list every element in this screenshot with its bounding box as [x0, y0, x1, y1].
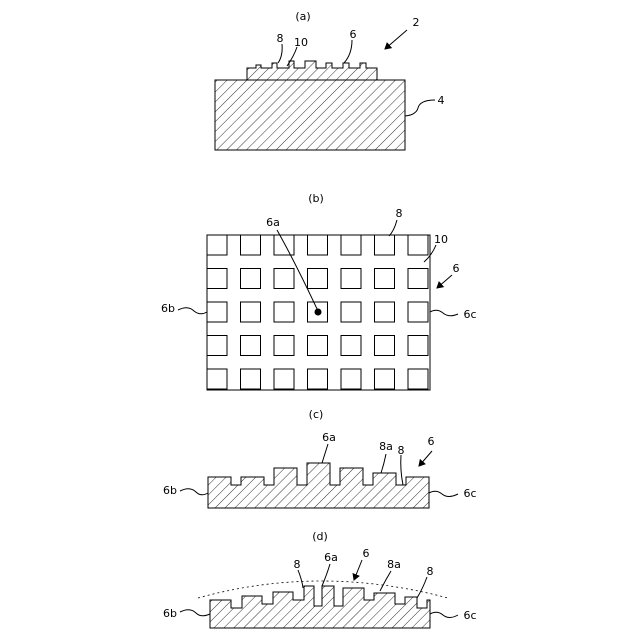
label-6c: 6c	[463, 487, 476, 500]
film-curved-section	[210, 586, 430, 628]
projection-square	[274, 235, 294, 255]
label-6b: 6b	[163, 607, 177, 620]
leader-6b	[180, 489, 208, 495]
projection-square	[408, 336, 428, 356]
arrow-6	[419, 451, 432, 466]
leader-8	[389, 220, 397, 236]
arrow-2	[385, 30, 407, 49]
figure-d: (d) 8 6a 6 8a 8 6b 6c	[163, 530, 477, 628]
projection-square	[207, 336, 227, 356]
label-6c: 6c	[463, 308, 476, 321]
leader-8a	[380, 571, 391, 591]
projection-square	[308, 235, 328, 255]
projection-square	[274, 369, 294, 389]
label-6: 6	[350, 28, 357, 41]
leader-6a	[322, 444, 328, 463]
label-6a: 6a	[266, 216, 280, 229]
label-8: 8	[277, 32, 284, 45]
arrow-6	[354, 560, 362, 580]
projection-square	[308, 336, 328, 356]
projection-square	[375, 336, 395, 356]
label-4: 4	[438, 94, 445, 107]
projection-square	[274, 302, 294, 322]
projection-square	[408, 269, 428, 289]
label-8a: 8a	[387, 558, 401, 571]
label-10: 10	[434, 233, 448, 246]
projection-square	[207, 369, 227, 389]
label-6c: 6c	[463, 609, 476, 622]
leader-6c	[429, 491, 458, 496]
projection-square	[274, 269, 294, 289]
label-8a: 8a	[379, 440, 393, 453]
projection-square	[241, 235, 261, 255]
projection-square	[341, 269, 361, 289]
leader-6a	[322, 564, 330, 586]
projection-square	[308, 269, 328, 289]
leader-6	[344, 40, 352, 63]
figure-b: (b) 6a 8 10 6 6b 6c	[161, 192, 477, 390]
projection-square	[341, 369, 361, 389]
leader-8-left	[298, 570, 303, 588]
arrow-6	[437, 275, 452, 288]
leader-6c	[430, 612, 458, 617]
projection-square	[207, 235, 227, 255]
projection-square	[341, 302, 361, 322]
leader-6b	[180, 610, 210, 616]
projection-square	[341, 336, 361, 356]
figure-c: (c) 6a 8a 8 6 6b 6c	[163, 408, 477, 508]
leader-4	[405, 100, 435, 116]
label-6: 6	[363, 547, 370, 560]
projection-square	[375, 269, 395, 289]
projection-square	[207, 302, 227, 322]
film-cross-section	[208, 463, 429, 508]
projection-square	[241, 302, 261, 322]
label-8: 8	[396, 207, 403, 220]
leader-8	[401, 455, 403, 485]
projection-square	[241, 369, 261, 389]
projection-square	[241, 269, 261, 289]
leader-8-right	[417, 577, 427, 598]
center-dot	[315, 309, 322, 316]
figure-d-caption: (d)	[312, 530, 328, 543]
projection-square	[274, 336, 294, 356]
label-6: 6	[453, 262, 460, 275]
projection-square	[308, 369, 328, 389]
label-6: 6	[428, 435, 435, 448]
label-6a: 6a	[324, 551, 338, 564]
figure-a: (a) 8 10 6 2 4	[215, 10, 445, 150]
projection-square	[375, 235, 395, 255]
label-8-left: 8	[294, 558, 301, 571]
film-layer	[247, 61, 377, 80]
label-8-right: 8	[427, 565, 434, 578]
projection-square	[341, 235, 361, 255]
label-6b: 6b	[161, 302, 175, 315]
projection-square	[408, 369, 428, 389]
projection-square	[375, 369, 395, 389]
label-2: 2	[413, 16, 420, 29]
label-8: 8	[398, 444, 405, 457]
leader-8a	[381, 454, 386, 473]
figure-b-caption: (b)	[308, 192, 324, 205]
projection-square	[408, 302, 428, 322]
leader-8	[278, 44, 282, 63]
leader-6c	[430, 310, 458, 316]
projection-square	[375, 302, 395, 322]
projection-square	[241, 336, 261, 356]
label-10: 10	[294, 36, 308, 49]
label-6b: 6b	[163, 484, 177, 497]
projection-square	[207, 269, 227, 289]
figure-c-caption: (c)	[309, 408, 324, 421]
leader-6b	[178, 308, 207, 314]
projection-square	[408, 235, 428, 255]
figure-a-caption: (a)	[295, 10, 310, 23]
substrate	[215, 80, 405, 150]
label-6a: 6a	[322, 431, 336, 444]
